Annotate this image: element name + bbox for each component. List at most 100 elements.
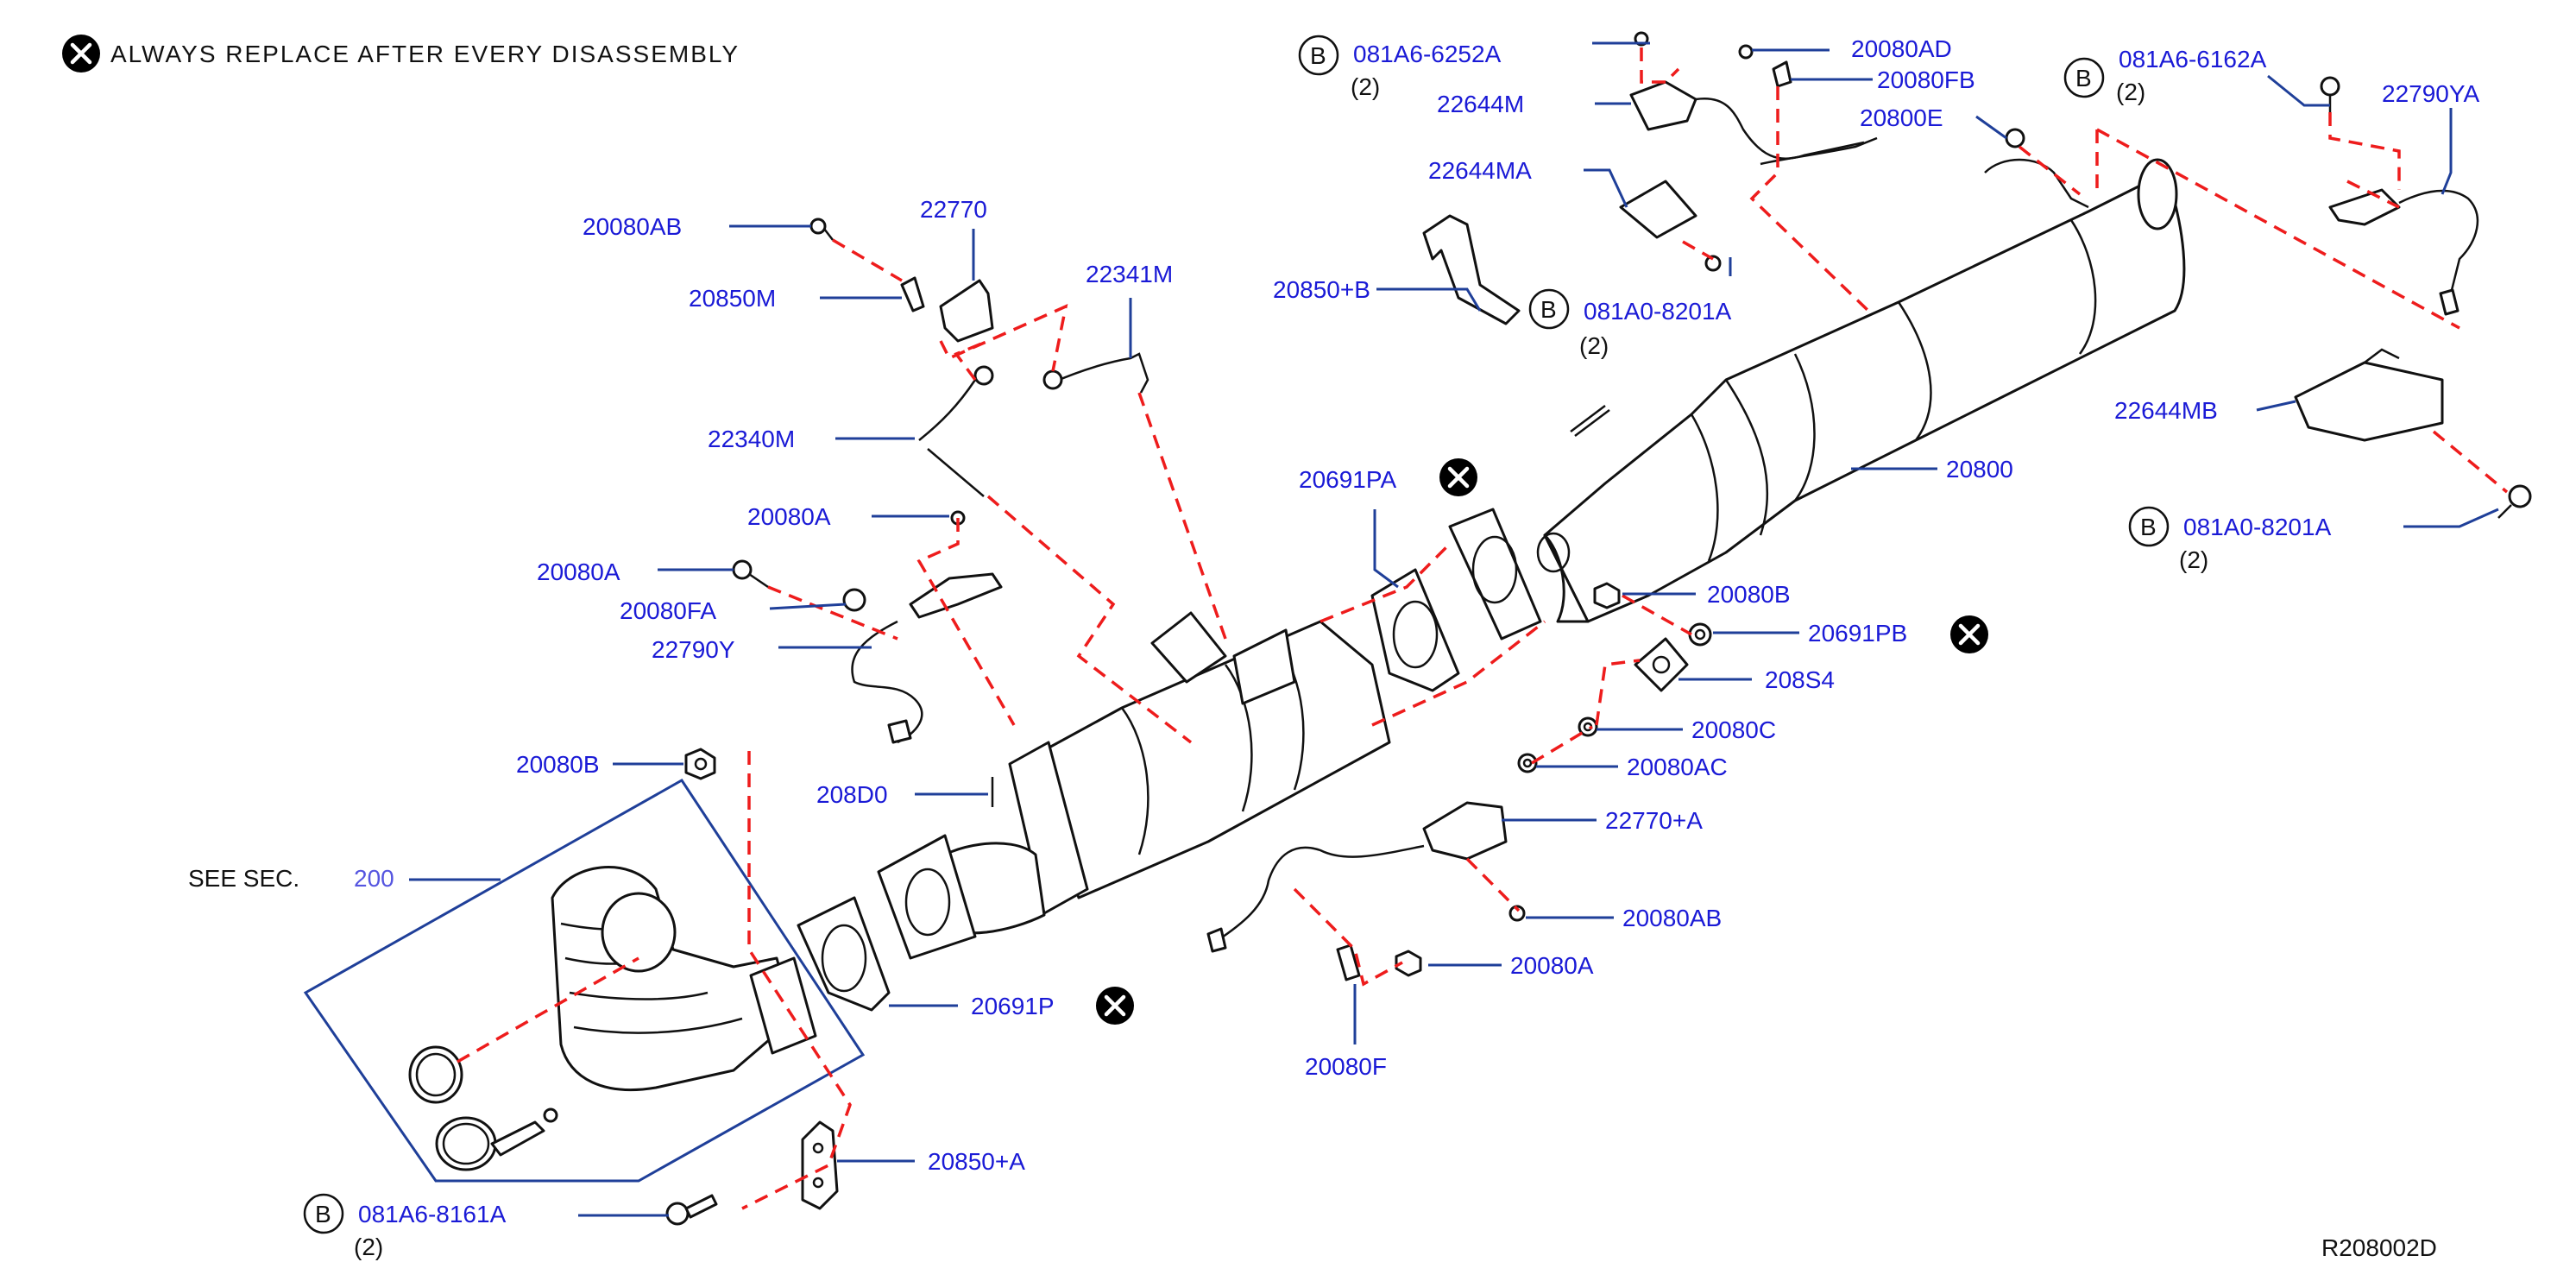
- front-flange: [877, 834, 977, 960]
- label-208S4[interactable]: 208S4: [1765, 666, 1835, 693]
- leader-lines: [578, 41, 2499, 1217]
- gasket-20691P: [797, 896, 891, 1012]
- see-section-text: SEE SEC.: [188, 865, 299, 892]
- bolt-20080AB-top: [809, 218, 834, 241]
- callout-081A0-8201A-right[interactable]: B 081A0-8201A (2): [2128, 506, 2332, 573]
- bolt-part-081A6-6252A: 081A6-6252A: [1353, 41, 1502, 67]
- nut-20080B-mid: [1593, 582, 1621, 609]
- bolt-20080AB-bottom: [1508, 905, 1526, 922]
- label-20080AC[interactable]: 20080AC: [1627, 754, 1728, 780]
- gasket-20691PA: [1370, 568, 1460, 692]
- bracket-20850pA: [801, 1120, 839, 1210]
- sensor-bracket-22644M: [1629, 80, 1865, 160]
- label-20080F[interactable]: 20080F: [1305, 1053, 1387, 1080]
- label-20800E[interactable]: 20800E: [1860, 104, 1943, 131]
- bolt-20080A-left: [732, 559, 769, 589]
- bolt-qty-081A0-8201A-right: (2): [2179, 546, 2208, 573]
- callout-081A6-6162A[interactable]: B 081A6-6162A (2): [2063, 46, 2267, 105]
- bolt-symbol-b-icon: B: [2140, 514, 2157, 540]
- label-20080FB[interactable]: 20080FB: [1877, 66, 1975, 93]
- label-20080B-left[interactable]: 20080B: [516, 751, 600, 778]
- bolt-symbol-b-icon: B: [315, 1201, 331, 1227]
- nut-20080C: [1578, 716, 1598, 737]
- bolt-qty-081A6-6252A: (2): [1351, 73, 1380, 100]
- bolt-part-081A6-6162A: 081A6-6162A: [2119, 46, 2267, 73]
- label-22790Y[interactable]: 22790Y: [652, 636, 735, 663]
- connector-20080F: [1336, 943, 1361, 981]
- nut-20080AC: [1517, 753, 1538, 773]
- label-20850pB[interactable]: 20850+B: [1273, 276, 1370, 303]
- connector-20080FB: [1772, 60, 1792, 88]
- callout-081A6-8161A[interactable]: B 081A6-8161A (2): [303, 1193, 507, 1260]
- bracket-22644MB: [2294, 348, 2444, 442]
- bolt-qty-081A6-6162A: (2): [2116, 79, 2145, 105]
- label-208D0[interactable]: 208D0: [816, 781, 888, 808]
- hose-22340M: [918, 365, 994, 497]
- figure-code: R208002D: [2321, 1234, 2437, 1261]
- label-20850M[interactable]: 20850M: [689, 285, 776, 312]
- bolt-symbol-b-icon: B: [1540, 296, 1557, 323]
- bracket-22644MA: [1619, 180, 1697, 239]
- bolt-qty-081A6-8161A: (2): [354, 1234, 383, 1260]
- label-20080A-a[interactable]: 20080A: [747, 503, 831, 530]
- label-20080AB-top[interactable]: 20080AB: [583, 213, 682, 240]
- pipe-clamp: [435, 1107, 558, 1171]
- bolt-part-081A6-8161A: 081A6-8161A: [358, 1201, 507, 1227]
- label-20080AD[interactable]: 20080AD: [1851, 35, 1952, 62]
- label-20080A-c[interactable]: 20080A: [1510, 952, 1594, 979]
- seal-ring: [408, 1045, 463, 1104]
- bolt-20080A-bottom: [1395, 950, 1422, 977]
- label-22644M[interactable]: 22644M: [1437, 91, 1524, 117]
- bolt-part-081A0-8201A-right: 081A0-8201A: [2183, 514, 2332, 540]
- bolt-part-081A0-8201A-mid: 081A0-8201A: [1584, 298, 1732, 325]
- label-20691P[interactable]: 20691P: [971, 993, 1055, 1019]
- bolt-symbol-b-icon: B: [2075, 65, 2092, 92]
- label-22340M[interactable]: 22340M: [708, 426, 795, 452]
- label-22644MB[interactable]: 22644MB: [2114, 397, 2218, 424]
- label-20850pA[interactable]: 20850+A: [928, 1148, 1025, 1175]
- label-20080FA[interactable]: 20080FA: [620, 597, 716, 624]
- callout-081A0-8201A-mid[interactable]: B 081A0-8201A (2): [1528, 288, 1732, 359]
- label-20691PB[interactable]: 20691PB: [1808, 620, 1907, 647]
- label-20080AB-bottom[interactable]: 20080AB: [1622, 905, 1722, 931]
- replace-icon-20691PB: [1950, 615, 1988, 653]
- label-22790YA[interactable]: 22790YA: [2382, 80, 2479, 107]
- gasket-20691PB: [1688, 622, 1712, 647]
- bolt-081A0-8201A-right: [2497, 484, 2532, 519]
- assembly-dashed-lines: [457, 47, 2509, 1210]
- nox-sensor-22770pA: [1206, 801, 1508, 953]
- label-20691PA[interactable]: 20691PA: [1299, 466, 1396, 493]
- hanger-20800E: [1984, 128, 2089, 209]
- replace-icon-20691P: [1096, 987, 1134, 1025]
- label-20080B-mid[interactable]: 20080B: [1707, 581, 1791, 608]
- label-20080C[interactable]: 20080C: [1691, 716, 1776, 743]
- nut-20080B-left: [684, 748, 716, 780]
- label-20800[interactable]: 20800: [1946, 456, 2013, 483]
- temp-sensor-22790Y: [851, 572, 1003, 744]
- bolt-081A6-6162A: [2320, 76, 2340, 112]
- callout-081A6-6252A[interactable]: B 081A6-6252A (2): [1298, 35, 1502, 100]
- mid-flange: [1448, 508, 1542, 640]
- connector-20080AD: [1738, 44, 1754, 60]
- bolt-symbol-b-icon: B: [1310, 42, 1326, 69]
- label-22770[interactable]: 22770: [920, 196, 987, 223]
- see-section-frame: [303, 779, 866, 1183]
- label-20080A-b[interactable]: 20080A: [537, 558, 620, 585]
- bolt-qty-081A0-8201A-mid: (2): [1579, 332, 1609, 359]
- temp-sensor-22790YA: [2328, 188, 2479, 316]
- flange-208S4: [1634, 637, 1689, 692]
- bolt-081A6-8161A: [665, 1194, 718, 1226]
- legend-replace-icon: [62, 35, 100, 73]
- front-exhaust-pipe: [551, 866, 817, 1092]
- replace-icon-20691PA: [1439, 458, 1477, 496]
- tube-20800E: [1760, 136, 1878, 166]
- bolt-081A0-8201A-mid: [1704, 255, 1722, 272]
- connector-20080FA: [842, 588, 866, 612]
- label-22341M[interactable]: 22341M: [1086, 261, 1173, 287]
- label-22644MA[interactable]: 22644MA: [1428, 157, 1532, 184]
- label-22770pA[interactable]: 22770+A: [1605, 807, 1703, 834]
- see-section-number[interactable]: 200: [354, 865, 394, 892]
- hose-22341M: [1042, 352, 1149, 394]
- bracket-20850pB: [1422, 214, 1521, 325]
